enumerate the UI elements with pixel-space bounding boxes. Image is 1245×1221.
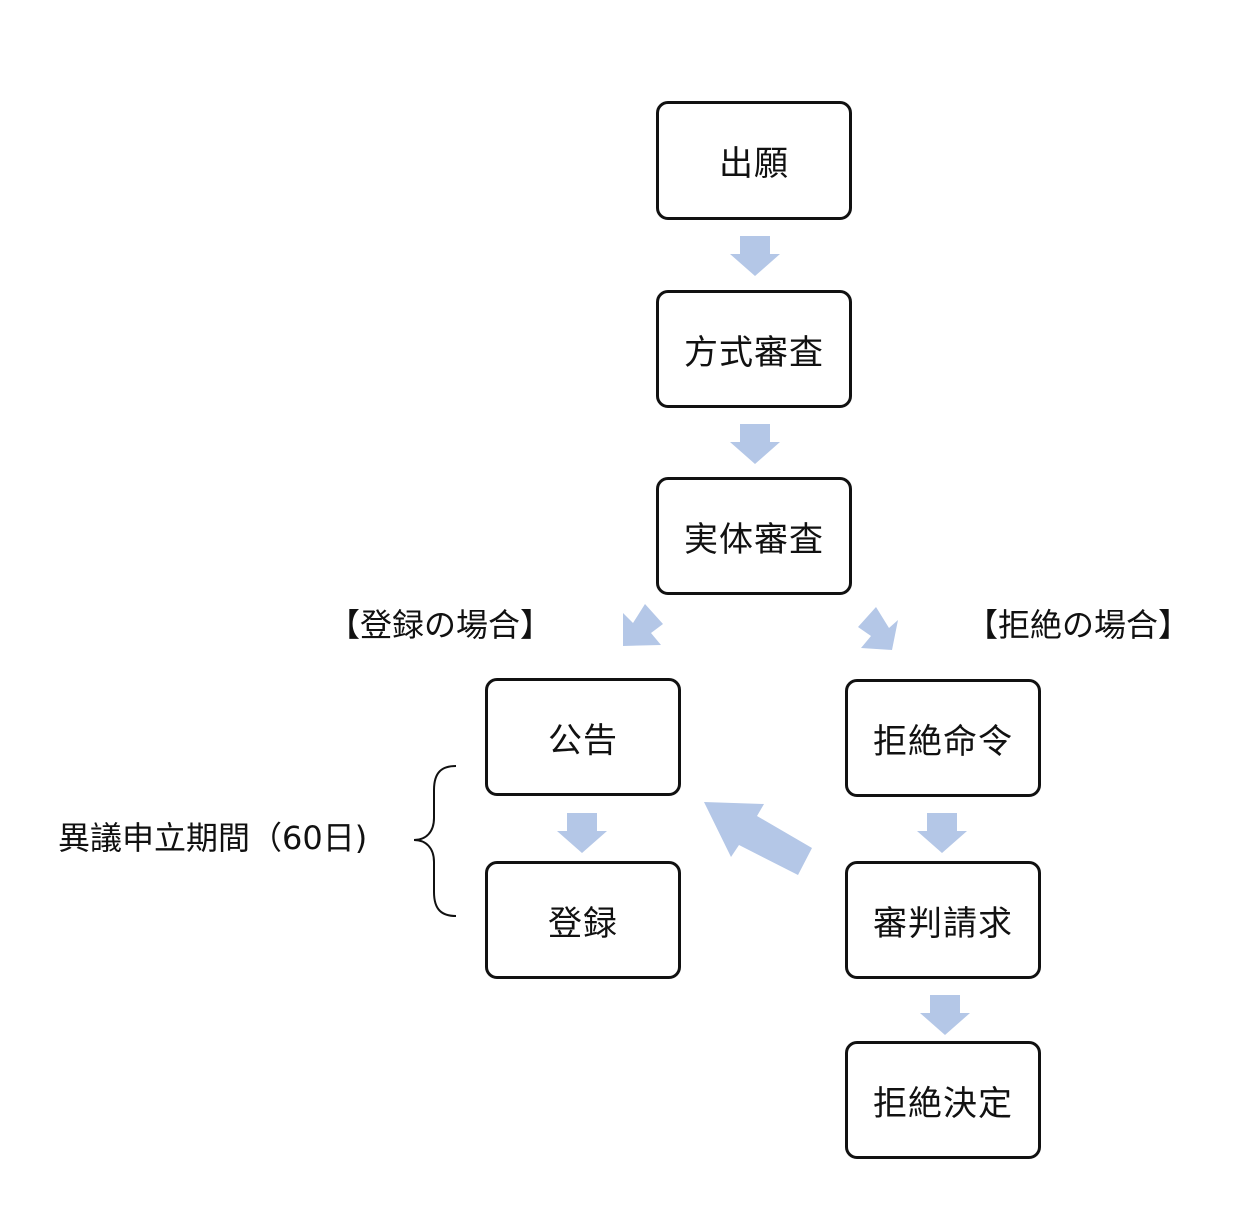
step-appeal-request: 審判請求 xyxy=(845,861,1041,979)
arrow-down-3 xyxy=(557,813,607,853)
step-formality-exam: 方式審査 xyxy=(656,290,852,408)
step-registration: 登録 xyxy=(485,861,681,979)
opposition-period-label: 異議申立期間（60日) xyxy=(58,819,368,857)
branch-label-registration: 【登録の場合】 xyxy=(328,606,553,644)
arrow-diag-left xyxy=(623,604,663,646)
step-application: 出願 xyxy=(656,101,852,220)
step-substantive-exam-label: 実体審査 xyxy=(684,519,824,560)
arrow-down-4 xyxy=(917,813,967,853)
step-formality-exam-label: 方式審査 xyxy=(684,332,824,373)
step-rejection-decision: 拒絶決定 xyxy=(845,1041,1041,1159)
step-rejection-order-label: 拒絶命令 xyxy=(873,721,1013,762)
step-rejection-decision-label: 拒絶決定 xyxy=(873,1083,1013,1124)
step-rejection-order: 拒絶命令 xyxy=(845,679,1041,797)
step-registration-label: 登録 xyxy=(548,903,618,944)
arrow-down-2 xyxy=(730,424,780,464)
step-publication: 公告 xyxy=(485,678,681,796)
step-substantive-exam: 実体審査 xyxy=(656,477,852,595)
curly-brace xyxy=(413,765,457,917)
arrow-appeal-to-publication xyxy=(704,802,812,875)
branch-label-rejection: 【拒絶の場合】 xyxy=(966,606,1191,644)
step-appeal-request-label: 審判請求 xyxy=(873,903,1013,944)
arrow-diag-right xyxy=(858,607,898,650)
arrow-down-5 xyxy=(920,995,970,1035)
step-application-label: 出願 xyxy=(719,144,789,184)
step-publication-label: 公告 xyxy=(548,720,618,761)
arrow-down-1 xyxy=(730,236,780,276)
